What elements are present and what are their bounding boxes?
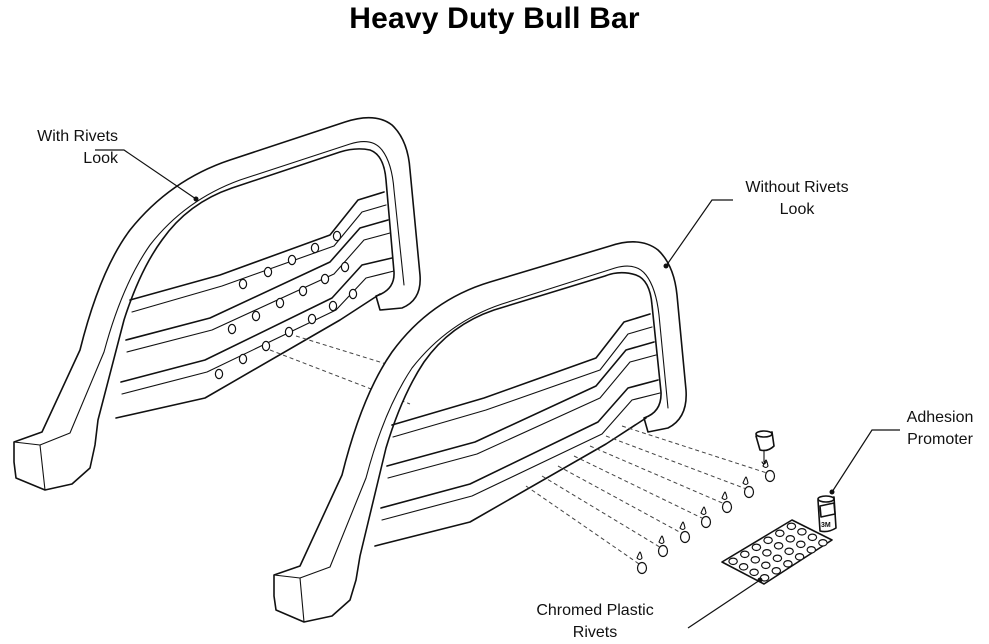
callout-adhesion-line1: Adhesion (906, 409, 974, 426)
sheet-rivet (760, 561, 771, 570)
left-bar-rivets (214, 230, 358, 380)
sheet-rivet (762, 548, 772, 557)
bottle-label: 3M (821, 522, 831, 529)
sheet-rivet (783, 559, 793, 568)
callout-with-rivets-line1: With Rivets (37, 128, 118, 145)
callout-with-rivets: With Rivets Look (2, 126, 118, 170)
sheet-rivet (749, 568, 759, 577)
page-title: Heavy Duty Bull Bar (349, 2, 640, 35)
callout-with-rivets-line2: Look (83, 150, 118, 167)
rivet-sheet (721, 519, 833, 585)
sheet-rivet (738, 562, 749, 571)
sheet-rivet (739, 550, 750, 559)
sheet-rivet (772, 554, 783, 563)
adhesion-promoter-bottle: 3M (817, 495, 837, 533)
callout-without-rivets-line2: Look (779, 201, 815, 218)
applicator-dropper (755, 430, 775, 465)
callout-without-rivets-line1: Without Rivets (745, 179, 849, 196)
sheet-rivet (750, 555, 761, 564)
sheet-rivet (751, 543, 762, 552)
callout-chromed-line2: Rivets (572, 624, 618, 641)
callout-without-rivets: Without Rivets Look (722, 177, 872, 221)
sheet-rivet (771, 566, 782, 575)
sheet-rivet (818, 538, 828, 547)
callout-chromed-line1: Chromed Plastic (536, 602, 654, 619)
sheet-rivet (806, 545, 817, 554)
callout-adhesion-line2: Promoter (907, 431, 973, 448)
sheet-rivet (797, 527, 807, 536)
bull-bar-with-rivets (13, 116, 421, 491)
sheet-rivet (807, 533, 818, 542)
callout-adhesion-promoter: Adhesion Promoter (894, 407, 986, 451)
bull-bar-without-rivets (273, 241, 687, 623)
sheet-rivet (728, 557, 738, 566)
sheet-rivet (785, 534, 796, 543)
sheet-rivet (784, 547, 794, 556)
sheet-rivet (794, 552, 805, 561)
callout-chromed-rivets: Chromed Plastic Rivets (516, 600, 674, 644)
sheet-rivet (795, 540, 806, 549)
sheet-rivet (786, 522, 797, 531)
sheet-rivet (773, 541, 784, 550)
rivet-guide-lines (525, 425, 771, 567)
loose-rivets (636, 459, 776, 575)
callout-leaders (95, 149, 900, 629)
sheet-rivet (763, 536, 773, 545)
sheet-rivet (774, 529, 785, 538)
